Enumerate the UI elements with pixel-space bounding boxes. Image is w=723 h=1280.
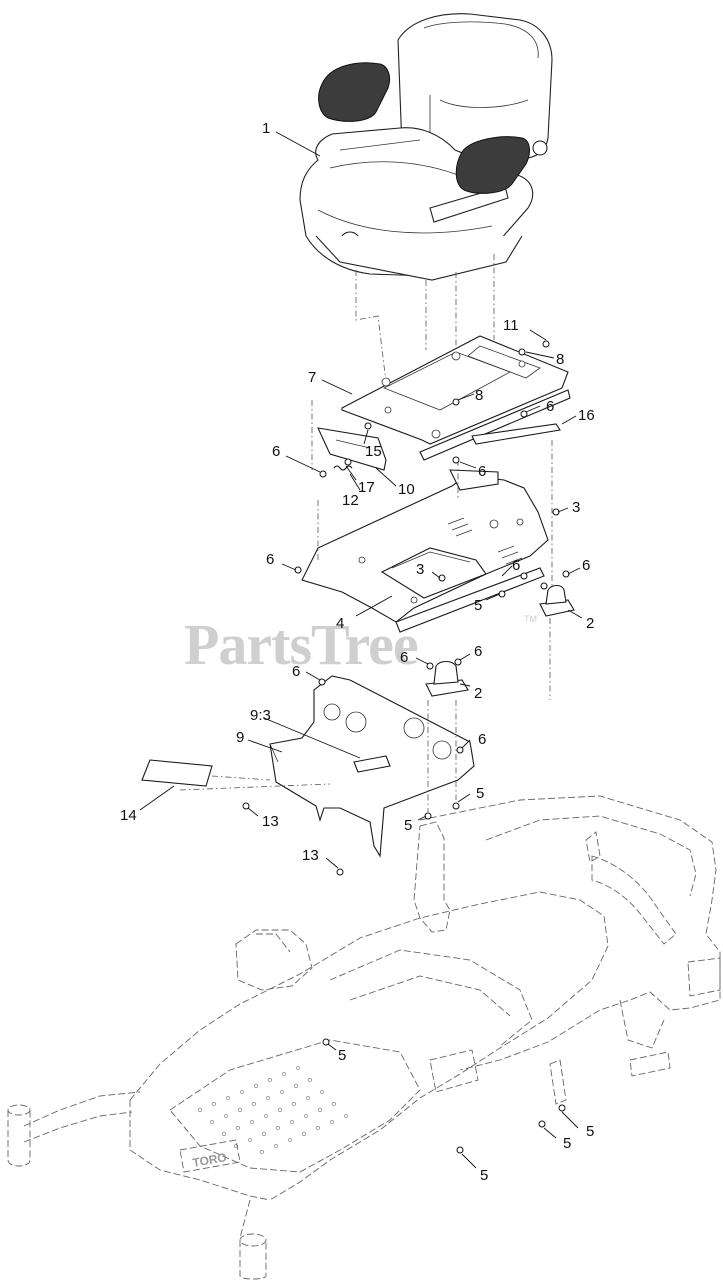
callout-6: 6: [512, 557, 520, 574]
callout-6: 6: [478, 731, 486, 748]
callout-3: 3: [572, 499, 580, 516]
callout-4: 4: [336, 615, 344, 632]
callout-5: 5: [476, 785, 484, 802]
adjuster-bracket[interactable]: [317, 427, 387, 471]
mower-frame: TORO: [7, 795, 721, 1280]
watermark-tm: TM: [524, 614, 537, 624]
callout-8: 8: [556, 351, 564, 368]
callout-16: 16: [578, 407, 595, 424]
seat-assembly[interactable]: [299, 13, 553, 281]
callout-6: 6: [546, 398, 554, 415]
callout-5: 5: [480, 1167, 488, 1184]
callout-6: 6: [266, 551, 274, 568]
callout-5: 5: [586, 1123, 594, 1140]
callout-5: 5: [474, 597, 482, 614]
mid-assembly-guides: [311, 400, 553, 596]
decal-label[interactable]: [141, 759, 213, 787]
hardware-fasteners[interactable]: [242, 340, 570, 1154]
callout-7: 7: [308, 369, 316, 386]
seat-support-plate[interactable]: [301, 469, 549, 633]
callout-9-3: 9:3: [250, 707, 271, 724]
slide-rail[interactable]: [471, 423, 561, 445]
callout-5: 5: [338, 1047, 346, 1064]
callout-12: 12: [342, 492, 359, 509]
callout-14: 14: [120, 807, 137, 824]
frame-logo: TORO: [179, 1051, 671, 1173]
watermark: PartsTree TM: [184, 612, 537, 677]
callout-labels: 1 11 8 7 8 6 16 15 6 6 17 10 12 3 6 6 3 …: [120, 120, 595, 1184]
callout-2: 2: [586, 615, 594, 632]
callout-8: 8: [475, 387, 483, 404]
leader-lines: [139, 131, 583, 1169]
callout-13: 13: [262, 813, 279, 830]
callout-13: 13: [302, 847, 319, 864]
control-panel-shield[interactable]: [269, 675, 475, 858]
callout-11: 11: [503, 317, 519, 334]
callout-6: 6: [292, 663, 300, 680]
callout-5: 5: [404, 817, 412, 834]
callout-15: 15: [365, 443, 382, 460]
callout-10: 10: [398, 481, 415, 498]
callout-5: 5: [563, 1135, 571, 1152]
callout-1: 1: [262, 120, 270, 137]
callout-9: 9: [236, 729, 244, 746]
callout-6: 6: [474, 643, 482, 660]
callout-6: 6: [400, 649, 408, 666]
callout-2: 2: [474, 685, 482, 702]
lower-assembly-guides: [179, 618, 551, 812]
callout-6: 6: [272, 443, 280, 460]
callout-17: 17: [358, 479, 375, 496]
callout-6: 6: [582, 557, 590, 574]
callout-6: 6: [478, 463, 486, 480]
isolator-mount-right[interactable]: [539, 584, 575, 617]
isolator-mount-center[interactable]: [425, 660, 469, 697]
callout-3: 3: [416, 561, 424, 578]
frame-logo-text: TORO: [191, 1150, 227, 1170]
seat-slide-plate[interactable]: [341, 335, 571, 461]
watermark-text: PartsTree: [184, 612, 418, 677]
spring-hardware[interactable]: [319, 422, 372, 478]
